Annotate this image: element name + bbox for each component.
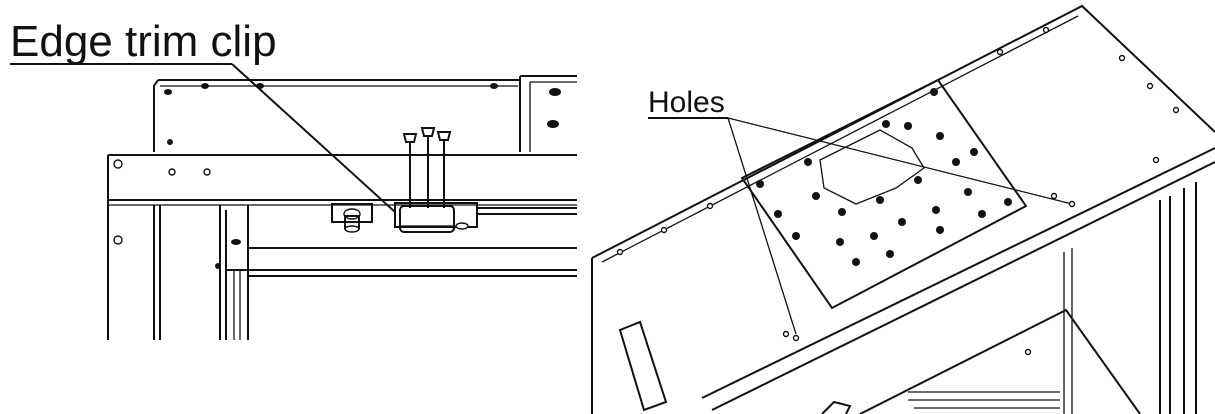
edge-hole — [1172, 106, 1180, 114]
panel-hole — [547, 120, 559, 128]
edge-hole — [1050, 192, 1058, 200]
top-rail — [107, 154, 577, 340]
ledge-hole — [215, 263, 221, 269]
plate-hole — [836, 238, 844, 246]
edge-trim-clip-tab — [455, 222, 469, 230]
ledge-hole — [231, 239, 241, 245]
screw — [420, 127, 436, 208]
edge-trim-clip — [399, 205, 455, 233]
base-tray — [859, 308, 1141, 414]
plate-hole — [756, 180, 764, 188]
bracket-stud-base — [344, 225, 360, 233]
rail-hole — [113, 159, 123, 169]
plate-hole — [936, 132, 944, 140]
left-post — [153, 205, 161, 340]
plate-hole — [978, 210, 986, 218]
plate-hole — [914, 176, 922, 184]
edge-hole — [1152, 156, 1160, 164]
edge-hole — [792, 334, 800, 342]
rail-hole — [203, 168, 211, 176]
plate-hole — [1004, 198, 1012, 206]
rail-hole — [113, 235, 123, 245]
edge-hole — [782, 330, 790, 338]
panel-hole — [167, 139, 173, 145]
right-frame-posts — [1159, 182, 1197, 414]
left-view-edge-trim-clip: Edge trim clip — [10, 17, 577, 340]
holes-leader-down — [727, 117, 797, 335]
panel-hole — [201, 83, 209, 89]
interior-part — [821, 400, 852, 414]
mounting-plate — [740, 78, 1028, 310]
plate-hole — [792, 232, 800, 240]
screw — [436, 131, 452, 208]
plate-holes — [756, 88, 1012, 266]
edge-hole — [1118, 54, 1126, 62]
plate-hole — [932, 206, 940, 214]
edge-hole — [616, 248, 624, 256]
plate-hole — [898, 218, 906, 226]
panel-hole — [549, 88, 561, 96]
rail-hole — [168, 168, 176, 176]
plate-hole — [870, 232, 878, 240]
edge-hole — [1146, 82, 1154, 90]
tray-slats — [908, 391, 1060, 409]
plate-hole — [852, 258, 860, 266]
plate-hole — [774, 210, 782, 218]
edge-hole — [996, 48, 1004, 56]
plate-cutout — [819, 129, 925, 205]
side-panel-outline — [519, 75, 577, 152]
plate-hole — [876, 196, 884, 204]
tray-hole — [1024, 348, 1032, 356]
plate-hole — [930, 88, 938, 96]
top-panel-outline — [591, 4, 1215, 259]
plate-hole — [838, 208, 846, 216]
plate-hole — [804, 158, 812, 166]
edge-hole — [706, 202, 714, 210]
panel-hole — [164, 89, 172, 95]
holes-label: Holes — [648, 86, 725, 119]
inner-post — [219, 205, 249, 340]
plate-hole — [964, 188, 972, 196]
clip-bracket — [331, 203, 373, 223]
plate-hole — [882, 120, 890, 128]
top-panel-inner-edge — [601, 15, 1079, 263]
plate-hole — [952, 158, 960, 166]
plate-hole — [904, 122, 912, 130]
front-edge-inner — [711, 161, 1215, 411]
side-bracket — [618, 320, 668, 412]
inner-frame-post — [1063, 248, 1073, 414]
plate-hole — [886, 250, 894, 258]
edge-trim-strip — [477, 207, 577, 215]
back-panel-outline — [153, 79, 521, 152]
edge-hole — [660, 226, 668, 234]
side-panel-flange — [529, 81, 577, 152]
inner-post-detail — [233, 270, 241, 340]
panel-edge-holes — [616, 26, 1180, 342]
front-edge — [701, 147, 1215, 399]
panel-hole — [490, 83, 498, 89]
bracket-boss — [343, 208, 361, 220]
screw-set — [402, 127, 452, 208]
right-view-holes: Holes — [591, 4, 1215, 414]
plate-hole — [936, 226, 944, 234]
edge-trim-clip-label: Edge trim clip — [10, 17, 277, 66]
panel-hole — [256, 83, 264, 89]
plate-hole — [812, 192, 820, 200]
plate-hole — [970, 148, 978, 156]
edge-hole — [1042, 26, 1050, 34]
screw — [402, 133, 418, 208]
edge-hole — [1068, 200, 1076, 208]
lower-ledge — [226, 247, 577, 277]
